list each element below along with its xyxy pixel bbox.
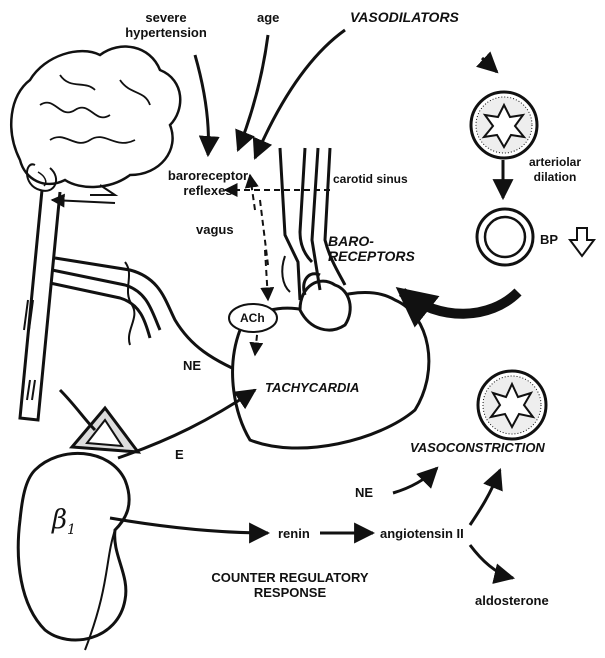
arteriole-constricted-bottom	[478, 371, 546, 439]
label-dilation: dilation	[515, 170, 595, 185]
spinal-cord	[20, 190, 60, 420]
label-hypertension: hypertension	[116, 25, 216, 40]
heart-illustration	[233, 274, 429, 448]
feedback-arrow	[402, 292, 518, 314]
label-beta-symbol: β	[52, 505, 67, 535]
arteriole-dilated	[477, 209, 533, 265]
label-severe-hypertension: severe hypertension	[116, 10, 216, 40]
label-ne-heart: NE	[183, 358, 201, 373]
label-beta-subscript: 1	[67, 522, 76, 538]
label-baroreceptors: BARO- RECEPTORS	[328, 234, 415, 264]
arteriole-constricted-top	[471, 92, 537, 158]
label-receptors: RECEPTORS	[328, 249, 415, 264]
label-carotid-sinus: carotid sinus	[333, 172, 408, 187]
label-baroreceptor: baroreceptor	[148, 168, 268, 183]
label-arteriolar: arteriolar	[515, 155, 595, 170]
label-beta: β1	[52, 506, 76, 544]
label-counter-regulatory: COUNTER REGULATORY	[195, 570, 385, 585]
kidney-illustration	[18, 453, 129, 650]
label-arteriolar-dilation: arteriolar dilation	[515, 155, 595, 185]
bp-down-arrow-icon	[570, 228, 594, 256]
label-severe: severe	[116, 10, 216, 25]
label-response: RESPONSE	[195, 585, 385, 600]
label-baro: BARO-	[328, 234, 415, 249]
label-baroreceptor-reflexes: baroreceptor reflexes	[148, 168, 268, 198]
label-age: age	[257, 10, 279, 25]
label-vagus: vagus	[196, 222, 234, 237]
label-counter-regulatory-response: COUNTER REGULATORY RESPONSE	[195, 570, 385, 600]
label-renin: renin	[278, 526, 310, 541]
label-e: E	[175, 447, 184, 462]
label-aldosterone: aldosterone	[475, 593, 549, 608]
label-bp: BP	[540, 232, 558, 247]
label-vasodilators: VASODILATORS	[350, 10, 459, 25]
label-angiotensin: angiotensin II	[380, 526, 464, 541]
carotid-artery	[280, 148, 345, 300]
label-ach: ACh	[240, 311, 265, 326]
label-tachycardia: TACHYCARDIA	[265, 380, 359, 395]
label-ne-lower: NE	[355, 485, 373, 500]
label-vasoconstriction: VASOCONSTRICTION	[410, 440, 545, 455]
label-reflexes: reflexes	[148, 183, 268, 198]
